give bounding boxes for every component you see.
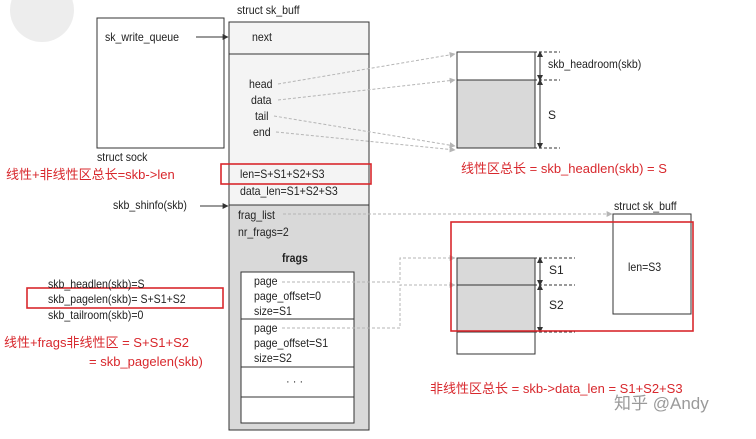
data-field: data xyxy=(251,93,272,107)
struct-sock-label: struct sock xyxy=(97,150,148,164)
skbuff-body xyxy=(228,21,370,206)
frag-skbuff-box xyxy=(612,213,692,315)
sk-write-queue-label: sk_write_queue xyxy=(105,30,179,44)
page1-pointer xyxy=(282,255,456,283)
tail-field: tail xyxy=(255,109,269,123)
frag2-page: page xyxy=(254,321,278,335)
frag1-page-offset: page_offset=0 xyxy=(254,289,322,303)
s2-size-label: S2 xyxy=(549,298,564,312)
total-len-annotation: 线性+非线性区总长=skb->len xyxy=(6,167,175,182)
skb-pagelen-label: skb_pagelen(skb)= S+S1+S2 xyxy=(48,292,186,306)
frags-nonlinear-annotation: 线性+frags非线性区 = S+S1+S2 xyxy=(4,335,189,350)
frag-skbuff-title: struct sk_buff xyxy=(614,199,677,213)
frags-eq-annotation: = skb_pagelen(skb) xyxy=(89,354,203,369)
len-highlight xyxy=(220,163,372,185)
frag-skbuff-len: len=S3 xyxy=(628,260,662,274)
frag-box-empty xyxy=(240,396,355,424)
page-blank-area xyxy=(456,331,536,355)
zhihu-watermark: 知乎 @Andy xyxy=(614,394,709,413)
page-s1-area xyxy=(456,257,536,286)
frag1-size: size=S1 xyxy=(254,304,292,318)
headroom-area xyxy=(456,51,536,81)
next-field: next xyxy=(252,30,272,44)
frags-heading: frags xyxy=(282,251,308,265)
frags-ellipsis: · · · xyxy=(286,376,304,388)
struct-sk-buff-title: struct sk_buff xyxy=(237,3,300,17)
frag2-page-offset: page_offset=S1 xyxy=(254,336,329,350)
skb-headlen-label: skb_headlen(skb)=S xyxy=(48,277,145,291)
nonlinear-highlight xyxy=(450,221,694,332)
data-len-field: data_len=S1+S2+S3 xyxy=(240,184,338,198)
len-field: len=S+S1+S2+S3 xyxy=(240,167,325,181)
struct-sock-box xyxy=(96,17,225,149)
s-size-label: S xyxy=(548,108,557,122)
skb-headroom-label: skb_headroom(skb) xyxy=(548,57,642,71)
nonlinear-len-annotation: 非线性区总长 = skb->data_len = S1+S2+S3 xyxy=(430,381,683,396)
end-field: end xyxy=(253,125,271,139)
tail-pointer xyxy=(273,115,456,149)
linear-len-annotation: 线性区总长 = skb_headlen(skb) = S xyxy=(461,161,667,176)
frag1-page: page xyxy=(254,274,278,288)
skb-shinfo-label: skb_shinfo(skb) xyxy=(113,198,187,212)
s1-size-label: S1 xyxy=(549,263,564,277)
page-s2-area xyxy=(456,284,536,333)
linear-data-area xyxy=(456,79,536,149)
frag-list-field: frag_list xyxy=(238,208,275,222)
frag2-size: size=S2 xyxy=(254,351,292,365)
skb-tailroom-label: skb_tailroom(skb)=0 xyxy=(48,308,144,322)
nr-frags-field: nr_frags=2 xyxy=(238,225,289,239)
head-field: head xyxy=(249,77,273,91)
pagelen-highlight xyxy=(26,287,224,309)
corner-blob xyxy=(10,0,74,42)
